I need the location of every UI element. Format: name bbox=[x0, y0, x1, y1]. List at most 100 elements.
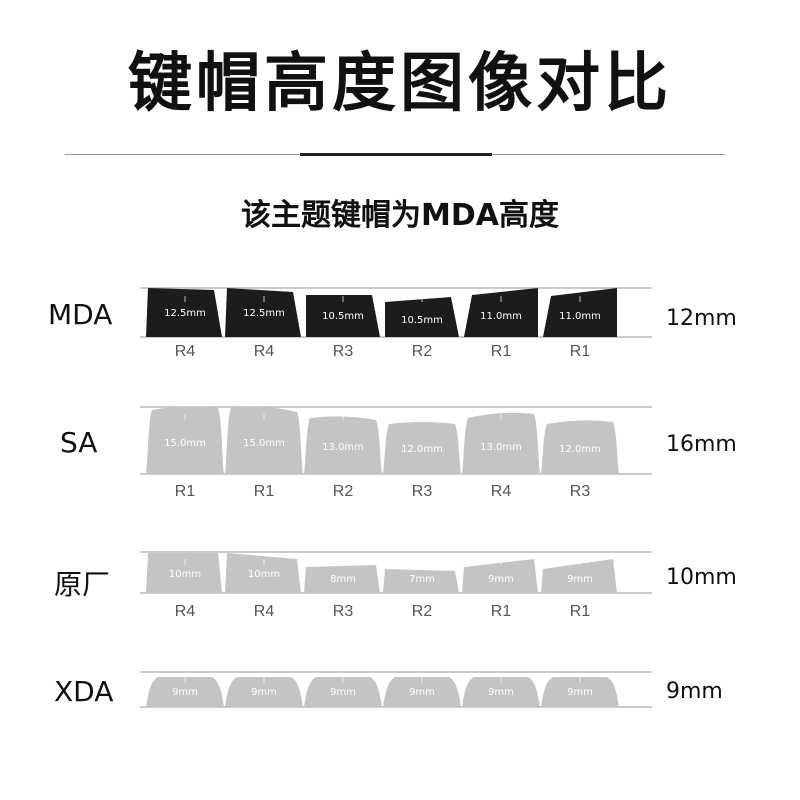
keycap-height-label: 10.5mm bbox=[401, 315, 443, 326]
keycap-row-label: R4 bbox=[254, 343, 275, 360]
keycap-shape bbox=[146, 288, 222, 337]
keycap-height-label: 12.0mm bbox=[559, 444, 601, 455]
keycap-height-label: 13.0mm bbox=[322, 442, 364, 453]
keycap-height-label: 7mm bbox=[409, 574, 435, 585]
keycap-shape bbox=[462, 677, 540, 707]
keycap-height-label: 12.5mm bbox=[243, 308, 285, 319]
profile-height: 10mm bbox=[666, 565, 737, 590]
keycap-height-label: 12.0mm bbox=[401, 444, 443, 455]
profile-height: 16mm bbox=[666, 432, 737, 457]
keycap-shape bbox=[225, 406, 303, 474]
keycap-diagram-mda: 12.5mmR412.5mmR410.5mmR310.5mmR211.0mmR1… bbox=[140, 287, 652, 360]
keycap-shape bbox=[543, 288, 617, 337]
keycap-height-label: 15.0mm bbox=[164, 438, 206, 449]
keycap-height-label: 9mm bbox=[409, 687, 435, 698]
profile-row-xda: XDA 9mm 9mm 9mm 9mm 9mm 9mm 9mm bbox=[0, 665, 800, 720]
profile-height: 9mm bbox=[666, 679, 723, 704]
keycap-height-label: 8mm bbox=[330, 574, 356, 585]
keycap-height-label: 13.0mm bbox=[480, 442, 522, 453]
keycap-shape bbox=[383, 677, 461, 707]
keycap-row-label: R3 bbox=[333, 603, 354, 620]
keycap-row-label: R1 bbox=[254, 483, 275, 500]
keycap-row-label: R1 bbox=[175, 483, 196, 500]
keycap: 9mm bbox=[383, 677, 461, 707]
keycap-row-label: R1 bbox=[570, 603, 591, 620]
keycap-height-label: 9mm bbox=[567, 687, 593, 698]
profile-name: XDA bbox=[54, 675, 114, 708]
keycap-row-label: R1 bbox=[570, 343, 591, 360]
keycap-height-label: 10.5mm bbox=[322, 311, 364, 322]
keycap-row-label: R1 bbox=[491, 343, 512, 360]
keycap-shape bbox=[306, 295, 380, 337]
keycap-height-label: 11.0mm bbox=[559, 311, 601, 322]
keycap-height-label: 15.0mm bbox=[243, 438, 285, 449]
keycap-shape bbox=[225, 677, 303, 707]
keycap-height-label: 9mm bbox=[488, 687, 514, 698]
keycap-row-label: R3 bbox=[412, 483, 433, 500]
keycap-row-label: R4 bbox=[175, 343, 196, 360]
divider-accent bbox=[300, 153, 492, 156]
keycap-row-label: R2 bbox=[412, 343, 433, 360]
profile-name: SA bbox=[60, 426, 98, 459]
keycap-diagram-sa: 15.0mmR115.0mmR113.0mmR212.0mmR313.0mmR4… bbox=[140, 406, 652, 500]
keycap-row-label: R4 bbox=[175, 603, 196, 620]
keycap-shape bbox=[541, 677, 619, 707]
keycap: 9mm bbox=[541, 677, 619, 707]
profile-name: MDA bbox=[48, 298, 113, 331]
subtitle: 该主题键帽为MDA高度 bbox=[241, 198, 559, 233]
keycap-height-label: 9mm bbox=[330, 687, 356, 698]
keycap-height-label: 12.5mm bbox=[164, 308, 206, 319]
keycap-shape bbox=[462, 412, 540, 474]
keycap-height-label: 10mm bbox=[169, 569, 201, 580]
keycap-shape bbox=[383, 569, 459, 593]
keycap-height-label: 9mm bbox=[488, 574, 514, 585]
keycap-shape bbox=[304, 416, 382, 474]
profile-name: 原厂 bbox=[54, 568, 111, 601]
keycap-shape bbox=[146, 677, 224, 707]
keycap-row-label: R4 bbox=[491, 483, 512, 500]
keycap-shape bbox=[383, 422, 461, 474]
keycap-shape bbox=[462, 559, 538, 593]
keycap-row-label: R2 bbox=[333, 483, 354, 500]
keycap-row-label: R1 bbox=[491, 603, 512, 620]
keycap-shape bbox=[304, 565, 380, 593]
keycap-height-label: 11.0mm bbox=[480, 311, 522, 322]
keycap-height-label: 10mm bbox=[248, 569, 280, 580]
keycap: 9mm bbox=[304, 677, 382, 707]
keycap: 9mm bbox=[462, 677, 540, 707]
keycap: 9mm bbox=[146, 677, 224, 707]
keycap-row-label: R2 bbox=[412, 603, 433, 620]
keycap-shape bbox=[146, 406, 224, 474]
keycap-height-label: 9mm bbox=[172, 687, 198, 698]
keycap-row-label: R3 bbox=[570, 483, 591, 500]
keycap-height-label: 9mm bbox=[567, 574, 593, 585]
keycap-shape bbox=[541, 420, 619, 474]
keycap-row-label: R4 bbox=[254, 603, 275, 620]
keycap-height-label: 9mm bbox=[251, 687, 277, 698]
keycap-shape bbox=[464, 288, 538, 337]
keycap-shape bbox=[304, 677, 382, 707]
keycap-diagram-xda: 9mm 9mm 9mm 9mm 9mm 9mm bbox=[140, 671, 652, 708]
